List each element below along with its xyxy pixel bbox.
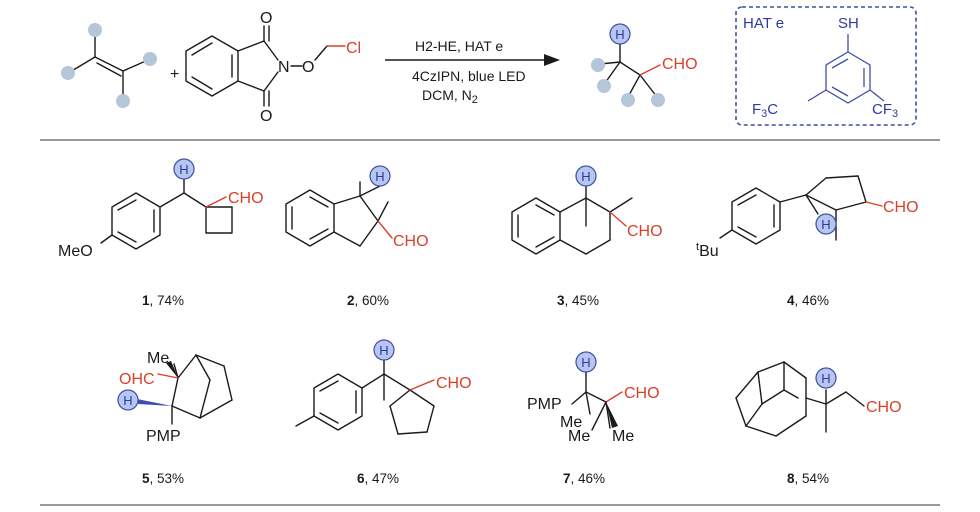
compound-2-aldehyde: CHO [393,233,429,250]
compound-5-h: H [123,393,132,408]
compound-8-aldehyde: CHO [866,399,902,416]
compound-7-h: H [581,355,590,370]
substituent-dot [597,79,611,93]
highlighted-h-circle [373,339,395,361]
condition-line-1: H2-HE, HAT e [415,38,503,54]
alkene-substrate [61,23,157,108]
compound-2-h: H [375,169,384,184]
wedge-bond [166,361,178,378]
substituent-dot [651,93,665,107]
compound-1-h: H [179,162,188,177]
highlighted-h-circle [815,367,837,389]
product-aldehyde: CHO [662,56,698,73]
highlighted-h-circle [815,213,837,235]
compound-6-aldehyde: CHO [436,375,472,392]
compound-7-caption: 7, 46% [563,471,605,486]
compound-6-h: H [379,343,388,358]
compound-5-methyl: Me [147,350,169,367]
wedge-bond [606,402,618,428]
carbonyl-o-top: O [260,10,272,27]
compound-3-aldehyde: CHO [627,223,663,240]
compound-7-structure [571,351,623,431]
compound-5-aldehyde: OHC [119,371,155,388]
ether-o: O [302,59,314,76]
highlighted-h: H [615,27,624,42]
imide-n: N [278,59,290,76]
condition-line-3: DCM, N2 [422,87,478,106]
compound-7-pmp: PMP [527,396,562,413]
highlighted-h-circle [117,389,139,411]
compound-1-caption: 1, 74% [142,293,184,308]
plus-sign: + [170,66,179,83]
compound-3-h: H [581,169,590,184]
substituent-dot [116,94,130,108]
h-wedge-bond [137,399,172,406]
hat-box-title: HAT e [743,15,784,32]
highlighted-h-circle [575,165,597,187]
highlighted-h-circle [575,351,597,373]
compound-5-structure [117,354,233,425]
substituent-dot [621,93,635,107]
compound-4-h: H [821,217,830,232]
chlorine-label: Cl [346,40,361,57]
phthalimide-reagent [185,25,346,107]
compound-8-structure [735,361,865,437]
condition-line-2: 4CzIPN, blue LED [412,68,526,84]
compound-1-structure [100,158,233,250]
compound-4-tbutyl: tBu [696,241,719,260]
compound-7-methyl-1: Me [560,414,582,431]
highlighted-h-circle [609,23,631,45]
compound-2-caption: 2, 60% [347,293,389,308]
compound-4-structure [719,175,883,245]
carbonyl-o-bottom: O [260,108,272,125]
substituent-dot [143,52,157,66]
thiol-sh: SH [838,15,859,32]
hat-catalyst-box [735,6,917,126]
compound-5-caption: 5, 53% [142,471,184,486]
compound-1-methoxy: MeO [58,243,93,260]
substituent-dot [591,58,605,72]
compound-7-methyl-2: Me [568,428,590,445]
compound-4-caption: 4, 46% [787,293,829,308]
compound-7-methyl-3: Me [612,428,634,445]
compound-1-aldehyde: CHO [228,190,264,207]
compound-4-aldehyde: CHO [883,199,919,216]
generic-product [591,23,665,107]
compound-2-structure [285,165,393,247]
compound-8-h: H [821,371,830,386]
compound-6-structure [295,339,435,435]
substituent-dot [88,23,102,37]
highlighted-h-circle [173,158,195,180]
compound-7-aldehyde: CHO [624,385,660,402]
reaction-arrowhead [544,54,560,66]
cf3-left: F3C [752,101,778,120]
compound-5-pmp: PMP [146,428,181,445]
highlighted-h-circle [369,165,391,187]
compound-8-caption: 8, 54% [787,471,829,486]
compound-3-structure [511,165,633,255]
compound-6-caption: 6, 47% [357,471,399,486]
cf3-right: CF3 [872,101,898,120]
compound-3-caption: 3, 45% [557,293,599,308]
thiophenol-ring [807,34,885,104]
substituent-dot [61,66,75,80]
